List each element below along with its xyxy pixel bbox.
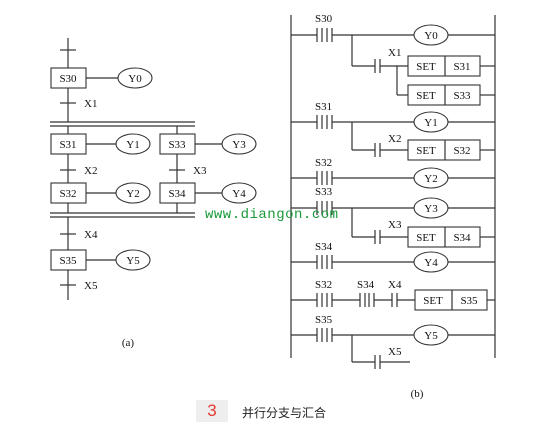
instr-set-s35-op: SET: [423, 295, 443, 307]
sfc-step-s35-label: S35: [59, 255, 77, 267]
coil-y3-label: Y3: [424, 203, 438, 215]
contact-s33-label: S33: [315, 186, 333, 198]
ladder-caption: (b): [411, 388, 424, 400]
sfc-step-s31-label: S31: [59, 139, 76, 151]
figure-caption: 3 并行分支与汇合: [186, 398, 346, 424]
sfc-output-y0: [117, 67, 153, 89]
figure-number-badge: 3: [196, 400, 228, 422]
sfc-output-y3: [221, 133, 257, 155]
sfc-output-y3-label: Y3: [232, 139, 246, 151]
instr-set-s34-arg: S34: [453, 232, 471, 244]
contact-x1-label: X1: [388, 47, 401, 59]
sfc-diagram: S30 Y0 X1 S31 Y1 X2 S32 Y2 S33 Y3: [50, 38, 257, 349]
sfc-output-y1-label: Y1: [126, 139, 139, 151]
contact-s30-label: S30: [315, 13, 333, 25]
contact-s35-label: S35: [315, 314, 333, 326]
sfc-output-y5: [115, 249, 151, 271]
instr-set-s32-op: SET: [416, 145, 436, 157]
sfc-transition-x2: X2: [84, 165, 97, 177]
sfc-step-s32-label: S32: [59, 188, 76, 200]
sfc-output-y4: [221, 182, 257, 204]
sfc-output-y5-label: Y5: [126, 255, 140, 267]
instr-set-s35-arg: S35: [460, 295, 478, 307]
ladder-diagram: S30 Y0 X1 SET S31 SET S33 S31 Y1: [290, 13, 496, 400]
contact-x4-label: X4: [388, 279, 402, 291]
sfc-output-y1: [115, 133, 151, 155]
coil-y1-label: Y1: [424, 117, 437, 129]
contact-s34-label: S34: [315, 241, 333, 253]
contact-s32-label: S32: [315, 157, 332, 169]
sfc-output-y4-label: Y4: [232, 188, 246, 200]
contact-s32b-label: S32: [315, 279, 332, 291]
contact-x5-label: X5: [388, 346, 402, 358]
instr-set-s32-arg: S32: [453, 145, 470, 157]
contact-x3-label: X3: [388, 219, 402, 231]
instr-set-s31-arg: S31: [453, 61, 470, 73]
watermark-text: www.diangon.com: [205, 207, 339, 223]
sfc-transition-x1: X1: [84, 98, 97, 110]
sfc-step-s33-label: S33: [168, 139, 186, 151]
sfc-output-y0-label: Y0: [128, 73, 142, 85]
sfc-step-s30-label: S30: [59, 73, 77, 85]
sfc-transition-x5: X5: [84, 280, 98, 292]
figure-title: 并行分支与汇合: [242, 406, 327, 420]
sfc-caption: (a): [122, 337, 135, 349]
coil-y2-label: Y2: [424, 173, 437, 185]
coil-y5-label: Y5: [424, 330, 438, 342]
contact-s34b-label: S34: [357, 279, 375, 291]
sfc-step-s34-label: S34: [168, 188, 186, 200]
contact-s31-label: S31: [315, 101, 332, 113]
instr-set-s33-op: SET: [416, 90, 436, 102]
sfc-transition-x4: X4: [84, 229, 98, 241]
coil-y4-label: Y4: [424, 257, 438, 269]
contact-x2-label: X2: [388, 133, 401, 145]
instr-set-s34-op: SET: [416, 232, 436, 244]
sfc-output-y2-label: Y2: [126, 188, 139, 200]
sfc-transition-x3: X3: [193, 165, 207, 177]
instr-set-s31-op: SET: [416, 61, 436, 73]
sfc-output-y2: [115, 182, 151, 204]
instr-set-s33-arg: S33: [453, 90, 471, 102]
coil-y0-label: Y0: [424, 30, 438, 42]
